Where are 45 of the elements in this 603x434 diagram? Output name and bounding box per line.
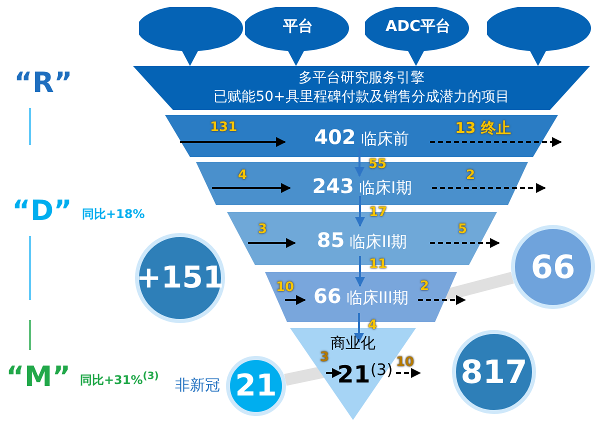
count-number: 817 (460, 353, 528, 391)
growth-note: 同比+31%$^{(3)}$ (80, 371, 159, 389)
arrow (326, 368, 342, 378)
arrow (212, 183, 291, 193)
arrow (430, 137, 562, 147)
stage-letter: “M” (6, 360, 71, 393)
growth-note: 同比+18% (82, 206, 145, 223)
arrow (285, 295, 306, 305)
arrow (430, 238, 500, 248)
side-caption: 非新冠 (175, 376, 220, 395)
stage-label: 85 临床II期 (316, 228, 408, 253)
edge-label: 131 (210, 120, 238, 135)
stage-label: 66 临床III期 (313, 284, 409, 309)
count-number: 21 (235, 368, 277, 404)
edge-label: 3 (258, 222, 268, 237)
edge-label: 3 (320, 350, 330, 365)
arrow (354, 313, 364, 343)
arrow (355, 196, 365, 227)
arrow (354, 148, 364, 177)
arrow (418, 295, 466, 305)
edge-label: 4 (368, 318, 378, 333)
count-number: 66 (530, 248, 576, 286)
edge-label: 10 (396, 355, 414, 370)
edge-label: 13 终止 (455, 119, 512, 138)
platform-label: 平台 (283, 17, 313, 36)
arrow (248, 238, 296, 248)
edge-label: 2 (466, 168, 476, 183)
stage-letter: “R” (14, 66, 72, 99)
stage-label: 商业化 (330, 334, 376, 353)
stage-label: 21$^{(3)}$ (337, 360, 393, 388)
stage-letter: “D” (12, 194, 72, 227)
edge-label: 5 (458, 222, 468, 237)
edge-label: 4 (238, 168, 248, 183)
arrow (432, 183, 546, 193)
edge-label: 10 (276, 280, 294, 295)
stage-label: 243 临床I期 (312, 174, 412, 199)
arrow (180, 137, 286, 147)
arrow (355, 256, 365, 287)
platform-label: ADC平台 (385, 17, 451, 36)
engine-text: 多平台研究服务引擎 (298, 69, 424, 87)
edge-label: 2 (420, 279, 430, 294)
arrow (396, 368, 421, 378)
engine-text: 已赋能50+具里程碑付款及销售分成潜力的项目 (214, 88, 510, 106)
callout-wedge (284, 366, 324, 386)
stage-label: 402 临床前 (314, 125, 409, 150)
